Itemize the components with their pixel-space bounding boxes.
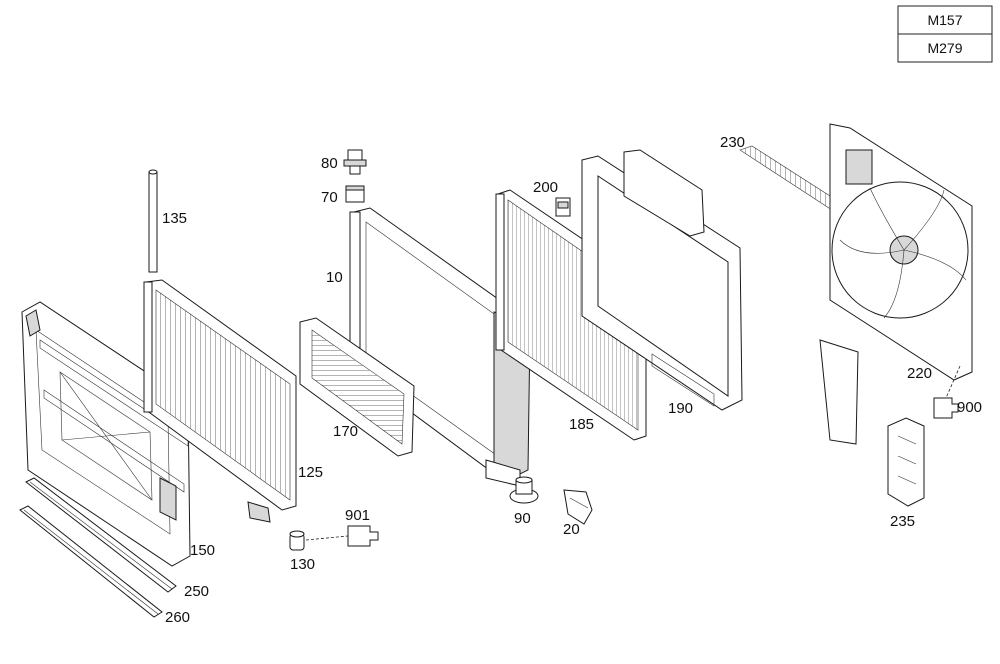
cap-70 — [345, 185, 365, 203]
condenser — [143, 279, 297, 523]
callout-125: 125 — [298, 464, 323, 481]
clip-200 — [555, 197, 571, 217]
callout-20: 20 — [563, 521, 580, 538]
callout-135: 135 — [162, 210, 187, 227]
front-carrier-frame — [21, 301, 191, 567]
sensor-20 — [563, 489, 593, 525]
callout-235: 235 — [890, 513, 915, 530]
callout-220: 220 — [907, 365, 932, 382]
lower-trim-strip-260 — [19, 505, 163, 618]
callout-901: 901 — [345, 507, 370, 524]
callout-10: 10 — [326, 269, 343, 286]
callout-130: 130 — [290, 556, 315, 573]
lower-trim-strip-250 — [25, 477, 177, 593]
drain-plug — [289, 530, 305, 551]
callout-185: 185 — [569, 416, 594, 433]
side-panel-235 — [887, 417, 925, 507]
engine-code-2: M279 — [927, 40, 962, 56]
engine-code-1: M157 — [927, 12, 962, 28]
radiator-frame — [581, 155, 743, 411]
engine-code-box: M157 M279 — [897, 5, 993, 63]
callout-80: 80 — [321, 155, 338, 172]
radiator-core — [495, 189, 647, 441]
callout-230: 230 — [720, 134, 745, 151]
cap-80 — [343, 149, 367, 175]
accessory-901 — [305, 525, 379, 547]
fan-assembly — [819, 123, 973, 445]
dryer-tube — [148, 169, 158, 273]
callout-170: 170 — [333, 423, 358, 440]
callout-900: 900 — [957, 399, 982, 416]
callout-200: 200 — [533, 179, 558, 196]
callout-190: 190 — [668, 400, 693, 417]
auxiliary-cooler — [299, 317, 415, 457]
callout-150: 150 — [190, 542, 215, 559]
callout-250: 250 — [184, 583, 209, 600]
accessory-900 — [933, 365, 961, 419]
component-90 — [509, 476, 539, 504]
callout-90: 90 — [514, 510, 531, 527]
callout-70: 70 — [321, 189, 338, 206]
callout-260: 260 — [165, 609, 190, 626]
